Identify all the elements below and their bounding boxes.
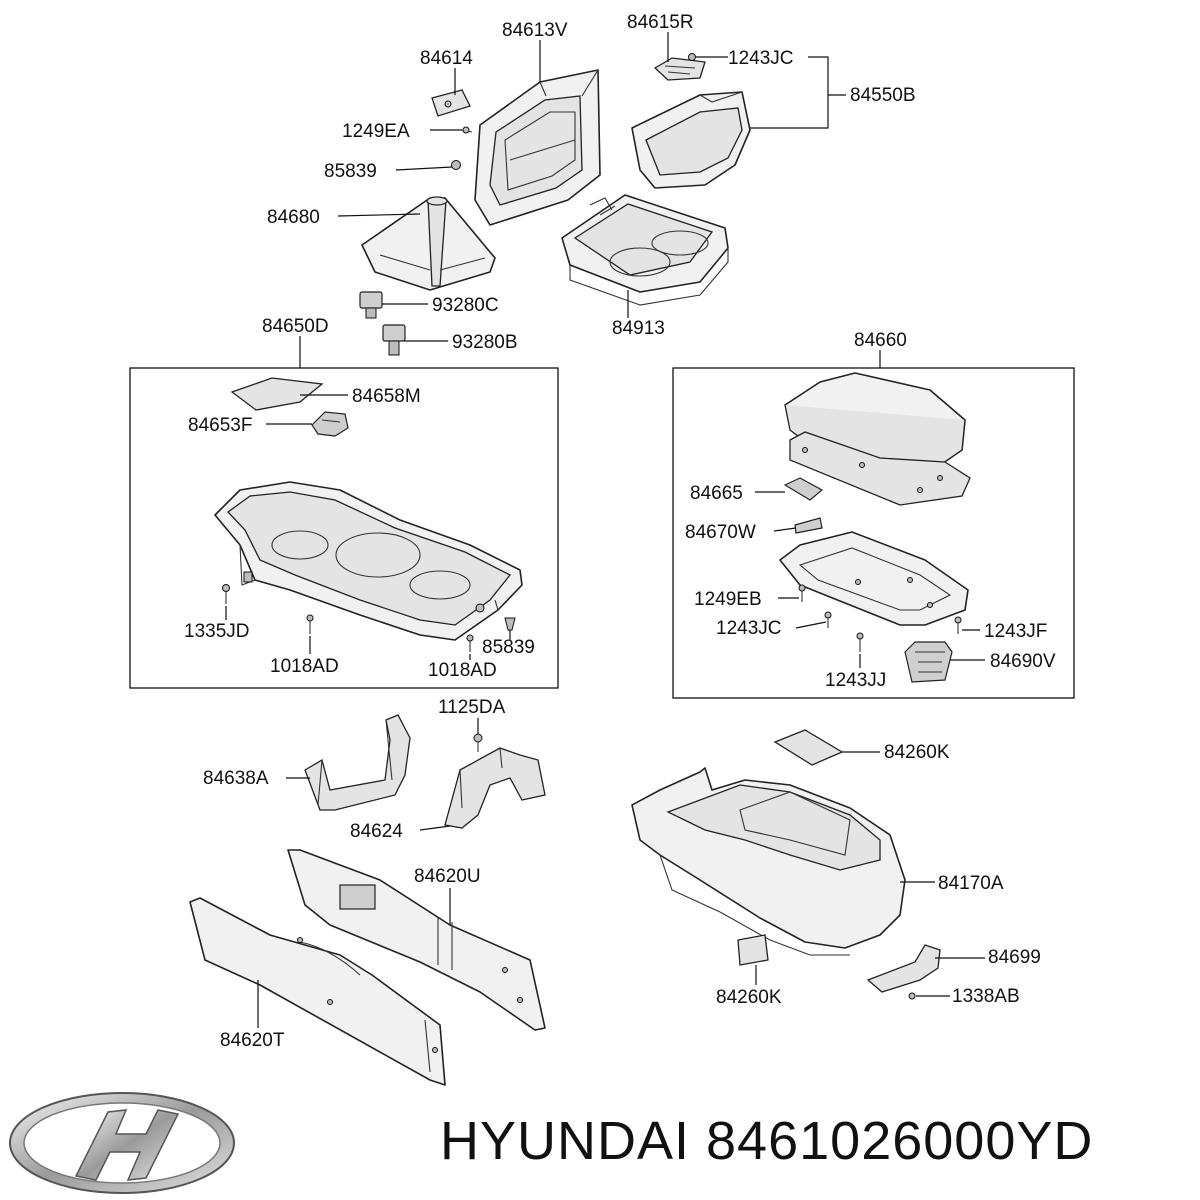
label-84170A: 84170A [938,873,1004,894]
hyundai-logo [9,1092,235,1194]
screw-1338AB [908,992,916,1000]
panel-84620T [189,897,446,1086]
label-1249EA: 1249EA [342,121,410,142]
label-84260K-bottom: 84260K [716,987,782,1008]
label-84653F: 84653F [188,415,252,436]
lid-frame [779,531,969,626]
label-84690V: 84690V [990,651,1056,672]
label-84550B: 84550B [850,85,916,106]
screw-1243JC-top [688,53,696,61]
label-1018AD-b: 1018AD [428,660,497,681]
switch-93280C [359,291,383,319]
shift-boot-84680 [361,196,496,291]
label-1125DA: 1125DA [438,697,506,718]
label-84613V: 84613V [502,20,568,41]
label-93280C: 93280C [432,295,499,316]
screw-1249EB [798,584,806,602]
screw-1335JD [222,584,230,604]
label-1338AB: 1338AB [952,986,1020,1007]
latch-84690V [904,641,953,683]
screw-1249EA [461,126,473,134]
label-84658M: 84658M [352,386,421,407]
label-84660: 84660 [854,330,907,351]
cupholder-84913 [561,194,729,306]
label-84614: 84614 [420,48,473,69]
label-84665: 84665 [690,483,743,504]
label-1243JC-mid: 1243JC [716,618,782,639]
label-84620T: 84620T [220,1030,285,1051]
label-1249EB: 1249EB [694,589,762,610]
label-1243JF: 1243JF [984,621,1047,642]
console-upper-84650D [214,481,523,641]
label-84620U: 84620U [414,866,481,887]
label-84638A: 84638A [203,768,269,789]
group-box-84650D [129,367,559,689]
screw-1018AD-b [466,634,474,652]
label-84680: 84680 [267,207,320,228]
label-84624: 84624 [350,821,403,842]
label-84699: 84699 [988,947,1041,968]
label-1335JD: 1335JD [184,621,250,642]
nut-85839-mid [504,617,516,631]
clip-84614 [431,89,471,117]
screw-1243JC-mid [824,611,832,628]
screw-1243JF [954,616,962,634]
label-84650D: 84650D [262,316,329,337]
label-84913: 84913 [612,318,665,339]
label-84615R: 84615R [627,12,694,33]
leader-lines [225,32,985,1028]
knob-84653F [311,411,349,437]
bracket-84699 [866,944,941,993]
bracket-84615R [653,57,706,81]
label-84670W: 84670W [685,522,756,543]
bezel-84613V [474,69,601,226]
label-1243JJ: 1243JJ [825,670,886,691]
pad-84260K-top [773,729,844,766]
label-85839-mid: 85839 [482,637,535,658]
label-1243JC-top: 1243JC [728,48,794,69]
group-box-84660 [672,367,1075,699]
bracket-84638A [304,714,411,811]
cover-84550B [631,91,751,189]
screw-1125DA [473,733,483,752]
panel-84620U [287,849,546,1031]
screw-1018AD-a [306,614,314,634]
armrest-lid-84660 [784,372,971,506]
part-labels: 84613V 84615R 84614 1243JC 84550B 1249EA… [184,12,1056,1051]
nut-85839-top [451,160,461,170]
bracket-84624 [444,747,546,829]
hinge-84665 [783,477,824,501]
switch-93280B [382,324,406,356]
pad-84260K-bottom [737,934,769,966]
label-1018AD-a: 1018AD [270,656,339,677]
pad-84670W [794,517,823,534]
label-84260K-top: 84260K [884,742,950,763]
screw-1243JJ [856,632,864,652]
label-93280B: 93280B [452,332,518,353]
mat-84658M [230,377,324,411]
label-85839-top: 85839 [324,161,377,182]
console-84170A [631,767,906,956]
brand-part-number: HYUNDAI 8461026000YD [440,1111,1094,1171]
